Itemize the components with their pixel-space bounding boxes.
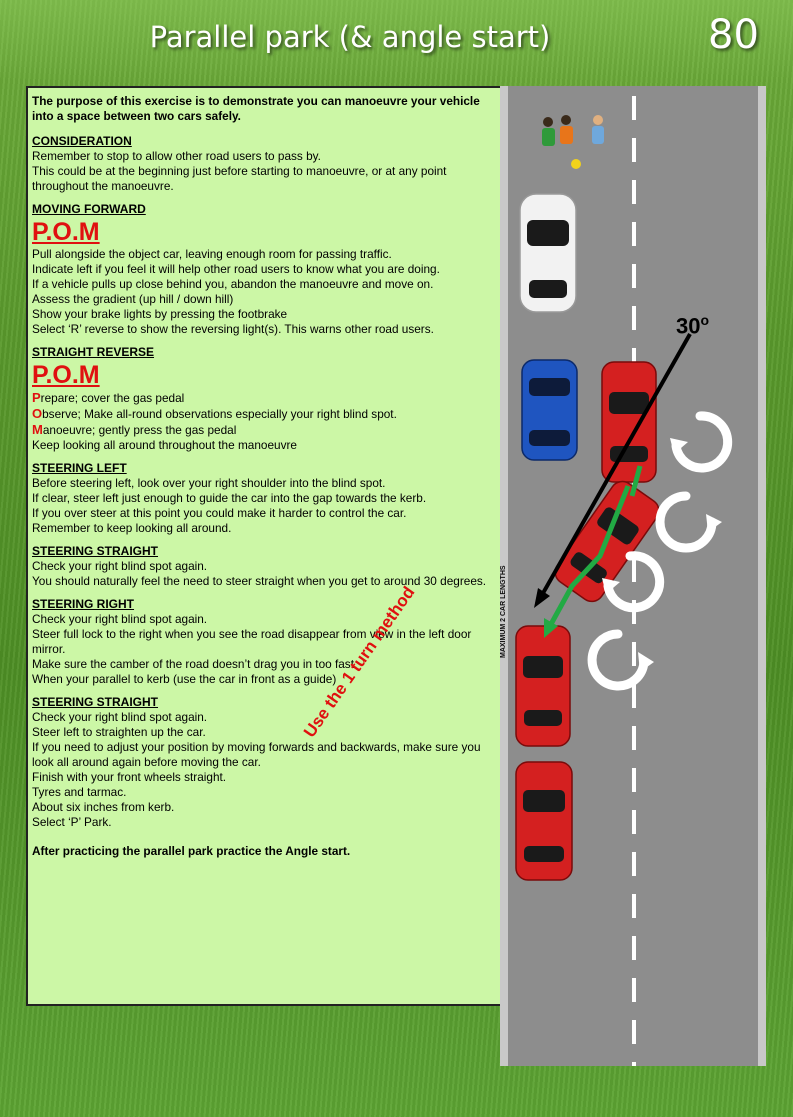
instructions-panel: The purpose of this exercise is to demon…: [26, 86, 504, 1006]
red-car-behind: [515, 761, 573, 881]
section-heading-consideration: CONSIDERATION: [32, 134, 132, 148]
path-arrow: [547, 485, 631, 628]
children-icon: [542, 115, 604, 169]
moving-forward-line: Show your brake lights by pressing the f…: [32, 307, 288, 321]
section-heading-steering-straight: STEERING STRAIGHT: [32, 544, 159, 558]
prepare-text: repare; cover the gas pedal: [40, 391, 185, 405]
pom-title: P.O.M: [32, 361, 100, 389]
section-heading-straight-reverse: STRAIGHT REVERSE: [32, 345, 155, 359]
steering-straight-line: Check your right blind spot again.: [32, 559, 208, 573]
prepare-line: Prepare; cover the gas pedal: [32, 390, 498, 406]
steering-left-line: If clear, steer left just enough to guid…: [32, 491, 427, 505]
pom-letter-o: O: [32, 406, 43, 421]
observe-text: bserve; Make all-round observations espe…: [42, 407, 397, 421]
moving-forward-line: Pull alongside the object car, leaving e…: [32, 247, 392, 261]
page-number: 80: [708, 12, 759, 58]
steering-straight-final-line: Steer left to straighten up the car.: [32, 725, 206, 739]
parking-diagram: [500, 86, 766, 1066]
angle-label: 30o: [676, 312, 709, 339]
moving-forward-line: Indicate left if you feel it will help o…: [32, 262, 440, 276]
steering-left-line: Remember to keep looking all around.: [32, 521, 232, 535]
manoeuvre-text: anoeuvre; gently press the gas pedal: [42, 423, 237, 437]
steering-straight-final-line: If you need to adjust your position by m…: [32, 740, 481, 769]
section-heading-steering-right: STEERING RIGHT: [32, 597, 135, 611]
steering-straight-final-line: Finish with your front wheels straight.: [32, 770, 227, 784]
angle-line: [536, 333, 692, 603]
steering-right-line: When your parallel to kerb (use the car …: [32, 672, 337, 686]
steering-straight-final-line: Check your right blind spot again.: [32, 710, 208, 724]
closing-text: After practicing the parallel park pract…: [32, 844, 351, 858]
steering-right-line: Make sure the camber of the road doesn’t…: [32, 657, 358, 671]
blue-car: [521, 359, 578, 461]
moving-forward-line: Assess the gradient (up hill / down hill…: [32, 292, 234, 306]
pom-letter-m: M: [32, 422, 43, 437]
steering-left-line: Before steering left, look over your rig…: [32, 476, 386, 490]
angle-value: 30: [676, 313, 701, 339]
red-car-parked: [515, 625, 571, 747]
steering-right-line: Check your right blind spot again.: [32, 612, 208, 626]
white-car: [519, 193, 577, 313]
pom-title: P.O.M: [32, 218, 100, 246]
page-title: Parallel park (& angle start): [149, 20, 551, 54]
consideration-line: Remember to stop to allow other road use…: [32, 149, 321, 163]
straight-reverse-line: Keep looking all around throughout the m…: [32, 438, 297, 452]
path-arrowhead: [544, 618, 558, 638]
observe-line: Observe; Make all-round observations esp…: [32, 406, 498, 422]
angle-unit: o: [700, 312, 710, 328]
moving-forward-line: If a vehicle pulls up close behind you, …: [32, 277, 434, 291]
section-heading-steering-straight-final: STEERING STRAIGHT: [32, 695, 159, 709]
section-heading-steering-left: STEERING LEFT: [32, 461, 127, 475]
rotate-arrowheads: [602, 438, 722, 672]
red-car-start: [601, 361, 657, 483]
steering-straight-final-line: Tyres and tarmac.: [32, 785, 127, 799]
manoeuvre-line: Manoeuvre; gently press the gas pedal: [32, 422, 498, 438]
intro-text: The purpose of this exercise is to demon…: [32, 94, 480, 123]
steering-straight-final-line: About six inches from kerb.: [32, 800, 175, 814]
consideration-line: This could be at the beginning just befo…: [32, 164, 447, 193]
moving-forward-line: Select ‘R’ reverse to show the reversing…: [32, 322, 434, 336]
steering-straight-line: You should naturally feel the need to st…: [32, 574, 487, 588]
steering-right-line: Steer full lock to the right when you se…: [32, 627, 472, 656]
length-label: MAXIMUM 2 CAR LENGTHS: [500, 565, 507, 658]
angle-arrowhead: [534, 588, 550, 608]
header-band: [0, 0, 793, 80]
pom-letter-p: P: [32, 390, 41, 405]
path-arrow: [629, 465, 643, 497]
steering-left-line: If you over steer at this point you coul…: [32, 506, 407, 520]
steering-straight-final-line: Select ‘P’ Park.: [32, 815, 112, 829]
section-heading-moving-forward: MOVING FORWARD: [32, 202, 146, 216]
rotate-arrow-icon: [587, 411, 733, 691]
